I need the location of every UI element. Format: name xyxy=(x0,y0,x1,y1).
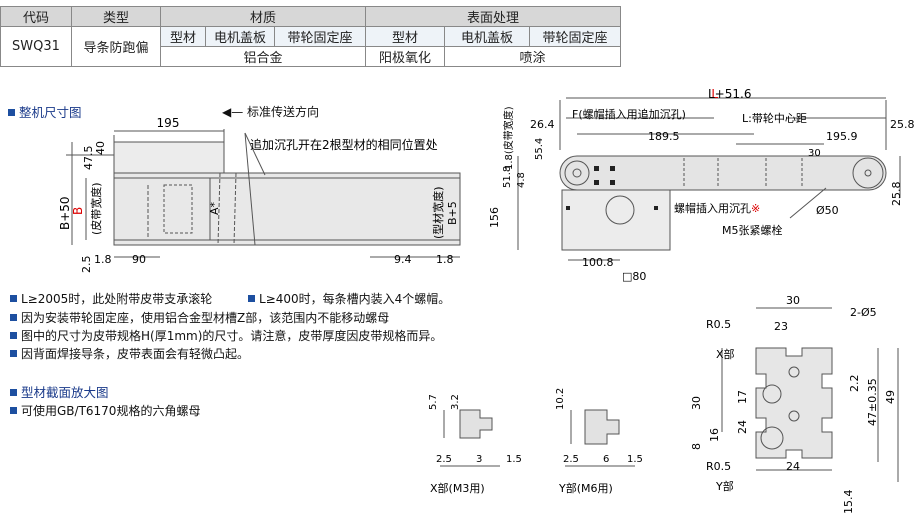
section-profile-note: 可使用GB/T6170规格的六角螺母 xyxy=(10,402,200,419)
sub-cover: 电机盖板 xyxy=(205,26,275,47)
spec-table: 代码 类型 材质 表面处理 SWQ31 导条防跑偏 型材 电机盖板 带轮固定座 … xyxy=(0,6,621,67)
x-dim-5-7: 5.7 xyxy=(428,394,439,410)
dim-25-8b: 25.8 xyxy=(890,182,903,207)
cell-code: SWQ31 xyxy=(0,26,72,67)
hdr-material: 材质 xyxy=(160,6,366,27)
cell-type: 导条防跑偏 xyxy=(71,26,161,67)
sub-pulley-2: 带轮固定座 xyxy=(529,26,621,47)
dim-30: 30 xyxy=(808,148,821,159)
profile-width-label: (型材宽度) xyxy=(431,186,445,239)
y-dim-6: 6 xyxy=(603,454,609,465)
sec-r05b: R0.5 xyxy=(706,460,731,473)
dim-26-4: 26.4 xyxy=(530,118,555,131)
sec-dim-16: 16 xyxy=(708,428,721,442)
note-3: 因为安装带轮固定座，使用铝合金型材槽Z部，该范围内不能移动螺母 xyxy=(10,309,389,326)
dim-195: 195 xyxy=(157,116,180,130)
profile-section: 30 R0.5 23 2-Ø5 X部 17 30 8 16 24 2.2 47±… xyxy=(690,294,899,515)
y-dim-2-5: 2.5 xyxy=(563,454,579,465)
x-part-label: X部(M3用) xyxy=(430,481,485,495)
sec-dim-15-4: 15.4 xyxy=(842,490,855,515)
m5-label: M5张紧螺栓 xyxy=(722,223,783,237)
sec-x-bu: X部 xyxy=(716,347,735,361)
top-view-drawing: 195 追加沉孔开在2根型材的相同位置处 47.5 40 B+50 B (皮带宽… xyxy=(58,116,461,274)
note-4: 图中的尺寸为皮带规格H(厚1mm)的尺寸。请注意，皮带厚度因皮带规格而异。 xyxy=(10,327,442,344)
sec-dim-23: 23 xyxy=(774,320,788,333)
y-dim-1-5: 1.5 xyxy=(627,454,643,465)
slot-note: 追加沉孔开在2根型材的相同位置处 xyxy=(250,137,438,152)
sec-dim-2-2: 2.2 xyxy=(848,375,861,393)
belt-width-label: (皮带宽度) xyxy=(89,182,103,235)
x-dim-3-2: 3.2 xyxy=(450,394,461,410)
dim-25-8: 25.8 xyxy=(890,118,915,131)
sec-dim-24b: 24 xyxy=(786,460,800,473)
dim-b-red: B xyxy=(71,207,85,215)
dim-40: 40 xyxy=(94,141,107,155)
sec-dim-30v: 30 xyxy=(690,396,703,410)
sec-r05: R0.5 xyxy=(706,318,731,331)
note-2: L≥400时，每条槽内装入4个螺帽。 xyxy=(248,290,450,307)
side-view-drawing: LL+51.6 F(螺帽插入用追加沉孔) L:带轮中心距 26.4 189.5 … xyxy=(490,88,915,283)
sec-dim-8: 8 xyxy=(690,443,703,450)
dim-47-5: 47.5 xyxy=(82,146,95,171)
note-1: L≥2005时，此处附带皮带支承滚轮 xyxy=(10,290,212,307)
cell-material: 铝合金 xyxy=(160,46,366,67)
sec-dim-24: 24 xyxy=(736,420,749,434)
nut-hole-label: 螺帽插入用沉孔※ xyxy=(674,201,760,215)
dim-2-5: 2.5 xyxy=(80,256,93,274)
cell-paint: 喷涂 xyxy=(444,46,621,67)
hdr-surface: 表面处理 xyxy=(365,6,621,27)
section-overall-title: 整机尺寸图 xyxy=(8,102,82,121)
dim-189-5: 189.5 xyxy=(648,130,680,143)
sec-holes: 2-Ø5 xyxy=(850,306,877,319)
hdr-type: 类型 xyxy=(71,6,161,27)
hdr-code: 代码 xyxy=(0,6,72,27)
dim-51-8: 51.8 xyxy=(502,166,513,188)
dim-1-8: 1.8 xyxy=(94,253,112,266)
y-part-label: Y部(M6用) xyxy=(558,481,613,495)
section-profile-title: 型材截面放大图 xyxy=(10,382,109,401)
y-part-detail: 10.2 2.5 6 1.5 Y部(M6用) xyxy=(555,388,643,495)
sec-dim-47: 47±0.35 xyxy=(866,378,879,426)
l-label: L:带轮中心距 xyxy=(742,111,807,125)
belt-width-18: 1.8(皮带宽度) xyxy=(502,106,515,170)
dim-l516: LL+51.6 xyxy=(708,88,751,101)
sec-dim-30: 30 xyxy=(786,294,800,307)
phi50: Ø50 xyxy=(816,204,839,217)
sec-dim-49: 49 xyxy=(884,390,897,404)
sub-profile: 型材 xyxy=(160,26,206,47)
dim-9-4: 9.4 xyxy=(394,253,412,266)
sub-cover-2: 电机盖板 xyxy=(444,26,530,47)
box-80: □80 xyxy=(622,270,646,283)
cell-anodize: 阳极氧化 xyxy=(365,46,445,67)
x-dim-2-5: 2.5 xyxy=(436,454,452,465)
f-label: F(螺帽插入用追加沉孔) xyxy=(572,107,686,121)
dim-4-8: 4.8 xyxy=(516,172,527,188)
dim-195-9: 195.9 xyxy=(826,130,858,143)
sub-profile-2: 型材 xyxy=(365,26,445,47)
direction-label: ◀— 标准传送方向 xyxy=(222,105,320,119)
sec-dim-17: 17 xyxy=(736,390,749,404)
x-dim-3: 3 xyxy=(476,454,482,465)
dim-55-4: 55.4 xyxy=(534,138,545,160)
dim-b50: B+50 xyxy=(58,196,72,230)
dim-156: 156 xyxy=(490,207,501,228)
x-dim-1-5: 1.5 xyxy=(506,454,522,465)
dim-90: 90 xyxy=(132,253,146,266)
dim-a: A* xyxy=(208,201,221,215)
sub-pulley: 带轮固定座 xyxy=(274,26,366,47)
note-5: 因背面焊接导条，皮带表面会有轻微凸起。 xyxy=(10,345,249,362)
dim-b5: B+5 xyxy=(446,201,459,225)
y-dim-10-2: 10.2 xyxy=(555,388,566,410)
sec-y-bu: Y部 xyxy=(715,479,734,493)
x-part-detail: 5.7 3.2 2.5 3 1.5 X部(M3用) xyxy=(428,394,522,495)
dim-100-8: 100.8 xyxy=(582,256,614,269)
dim-1-8b: 1.8 xyxy=(436,253,454,266)
